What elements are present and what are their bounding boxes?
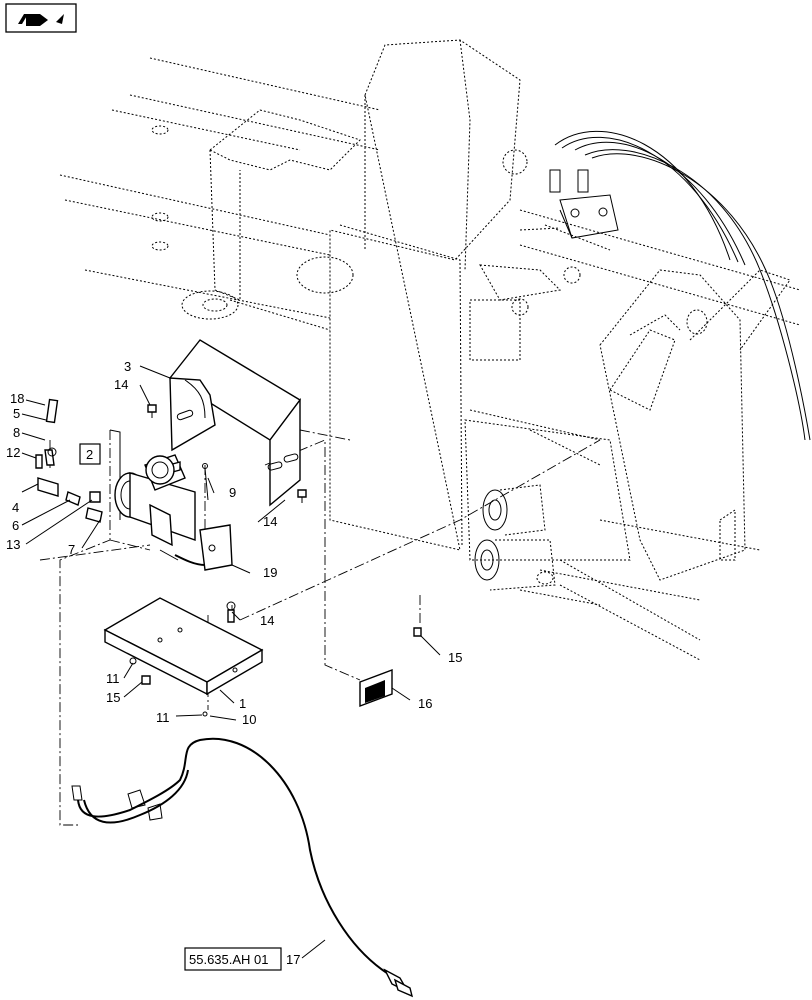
frame-rails [59,57,801,661]
callout-11-a: 11 [106,671,120,686]
callout-14-b: 14 [263,514,277,529]
callout-box-2 [79,443,101,465]
callout-11-b: 11 [156,710,170,725]
callout-18: 18 [10,391,24,406]
callout-labels: 3 14 18 5 8 12 2 9 4 14 6 13 7 19 14 15 … [6,359,462,967]
callout-1: 1 [239,696,246,711]
callout-19: 19 [263,565,277,580]
next-page-arrow-icon[interactable] [5,3,77,33]
callout-8: 8 [13,425,20,440]
callout-13: 13 [6,537,20,552]
callout-15-b: 15 [106,690,120,705]
reference-link-text[interactable]: 55.635.AH 01 [189,952,269,967]
mounting-plate [103,597,264,717]
callout-3: 3 [124,359,131,374]
hydraulic-hoses [519,130,811,441]
decal [359,668,393,708]
callout-7: 7 [68,542,75,557]
callout-14-a: 14 [114,377,128,392]
reference-link[interactable]: 55.635.AH 01 [184,947,282,971]
callout-16: 16 [418,696,432,711]
callout-5: 5 [13,406,20,421]
callout-15-a: 15 [448,650,462,665]
leader-lines [21,365,441,959]
frame-upright [181,39,631,561]
fittings-left [35,398,103,523]
callout-2: 2 [86,447,93,462]
hitch-arm [599,269,791,581]
callout-17: 17 [286,952,300,967]
wiring-harness [71,737,414,998]
callout-4: 4 [12,500,19,515]
compressor-cover [168,339,302,507]
callout-10: 10 [242,712,256,727]
callout-12: 12 [6,445,20,460]
pivot-fittings [474,484,701,606]
air-compressor [109,429,233,571]
callout-9: 9 [229,485,236,500]
callout-14-c: 14 [260,613,274,628]
bolts [147,404,422,637]
callout-6: 6 [12,518,19,533]
